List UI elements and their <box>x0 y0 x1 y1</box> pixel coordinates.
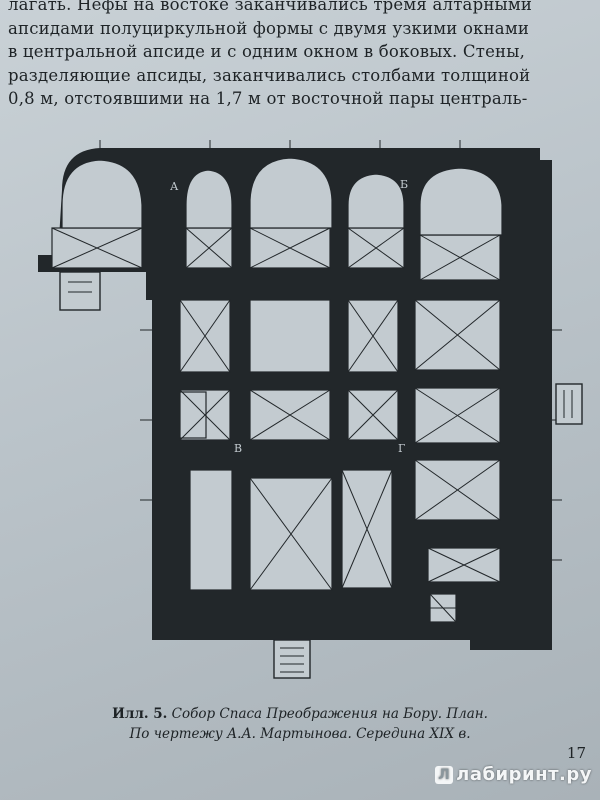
caption-credit: По чертежу А.А. Мартынова. Середина XIX … <box>129 726 471 742</box>
plan-label-v: В <box>234 442 242 455</box>
bay <box>249 299 331 373</box>
caption-title: Собор Спаса Преображения на Бору. План. <box>171 706 488 722</box>
room <box>189 469 233 591</box>
porch <box>59 271 101 311</box>
text-line: в центральной апсиде и с одним окном в б… <box>8 42 526 61</box>
apse <box>419 167 503 236</box>
apse <box>249 157 333 229</box>
labirint-logo-icon: Л <box>435 766 454 784</box>
caption-line-2: По чертежу А.А. Мартынова. Середина XIX … <box>0 724 600 744</box>
cathedral-floor-plan: А Б В Г <box>38 140 583 679</box>
apse <box>347 173 405 229</box>
text-line: 0,8 м, отстоявшими на 1,7 м от восточной… <box>8 89 528 108</box>
page-number: 17 <box>566 744 586 762</box>
text-line: лагать. Нефы на востоке заканчивались тр… <box>8 0 533 14</box>
plan-label-b: Б <box>400 178 408 191</box>
watermark-text: лабиринт.ру <box>456 764 592 785</box>
room <box>179 391 207 439</box>
plan-label-a: А <box>170 180 179 193</box>
text-line: апсидами полуциркульной формы с двумя уз… <box>8 18 530 38</box>
body-text: лагать. Нефы на востоке заканчивались тр… <box>8 0 593 111</box>
apse <box>61 159 143 229</box>
plan-label-g: Г <box>398 442 405 455</box>
apse <box>185 169 233 229</box>
caption-label: Илл. 5. <box>112 706 168 722</box>
text-line: разделяющие апсиды, заканчивались столба… <box>8 65 531 85</box>
caption-line-1: Илл. 5. Собор Спаса Преображения на Бору… <box>0 704 600 724</box>
porch <box>555 383 583 425</box>
